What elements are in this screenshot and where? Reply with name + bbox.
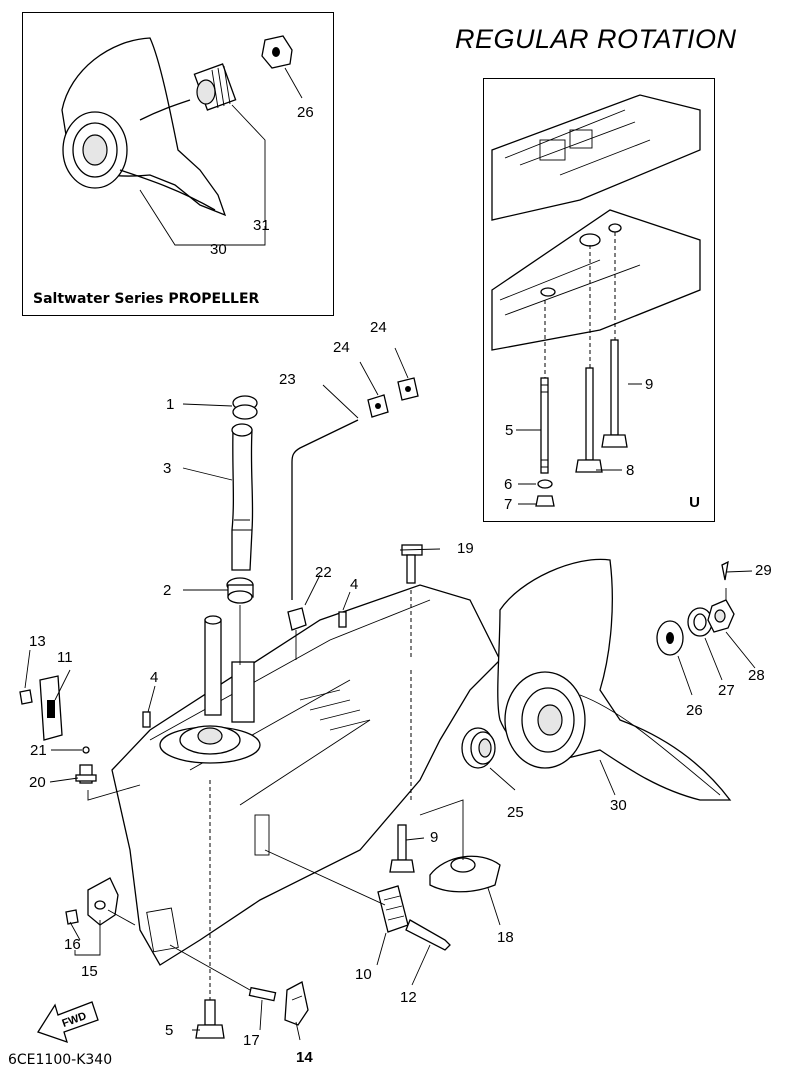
callout-21: 21 — [30, 742, 47, 759]
callout-13: 13 — [29, 633, 46, 650]
callout-16: 16 — [64, 936, 81, 953]
callout-28: 28 — [748, 667, 765, 684]
cotter-pin-29-drawing — [721, 560, 729, 581]
callout-12: 12 — [400, 989, 417, 1006]
callout-17: 17 — [243, 1032, 260, 1049]
callout-2: 2 — [163, 582, 172, 599]
callout-6: 6 — [504, 476, 513, 493]
plate-24-drawing — [367, 377, 419, 418]
seal-25-drawing — [461, 727, 496, 769]
callout-3: 3 — [163, 460, 172, 477]
callout-25: 25 — [507, 804, 524, 821]
callout-10: 10 — [355, 966, 372, 983]
callout-22: 22 — [315, 564, 332, 581]
callout-23: 23 — [279, 371, 296, 388]
saltwater-propeller-inset: Saltwater Series PROPELLER — [22, 12, 334, 316]
saltwater-spline-washer — [193, 63, 237, 111]
bolt-5-drawing — [195, 999, 225, 1039]
nut-28-drawing — [707, 599, 735, 633]
leader-lines — [24, 347, 756, 1041]
guide-17 — [169, 944, 251, 991]
leader-30-saltwater — [139, 189, 266, 246]
callout-11: 11 — [57, 649, 73, 666]
grommet-2-drawing — [226, 577, 254, 604]
callout-20: 20 — [29, 774, 46, 791]
callout-7: 7 — [504, 496, 513, 513]
bolt-12-drawing — [405, 919, 451, 951]
washer-21-drawing — [82, 746, 90, 754]
oil-seal-1-drawing — [232, 395, 258, 420]
regular-rotation-inset: U — [483, 78, 715, 522]
callout-4-lower: 4 — [150, 669, 159, 686]
screw-17-drawing — [248, 986, 277, 1002]
washer-26-drawing — [656, 620, 684, 656]
inset-variant-letter: U — [689, 494, 700, 511]
callout-1: 1 — [166, 396, 175, 413]
callout-9-main: 9 — [430, 829, 439, 846]
callout-9-inset: 9 — [645, 376, 654, 393]
bolt-9-inset — [601, 339, 628, 448]
saltwater-thrust-washer — [261, 35, 293, 69]
washer-6-inset — [537, 479, 553, 489]
guide-20 — [87, 784, 141, 801]
bolt-13-drawing — [19, 689, 33, 705]
leader-31 — [231, 104, 266, 222]
callout-5-main: 5 — [165, 1022, 174, 1039]
trim-tab-15-drawing — [65, 877, 119, 926]
callout-15: 15 — [81, 963, 98, 980]
page-title: REGULAR ROTATION — [455, 24, 737, 54]
tube-3-drawing — [231, 423, 254, 571]
bolt-8-inset — [575, 367, 603, 473]
saltwater-inset-caption: Saltwater Series PROPELLER — [33, 291, 260, 307]
callout-30-inset: 30 — [210, 241, 227, 258]
callout-30-main: 30 — [610, 797, 627, 814]
callout-19: 19 — [457, 540, 474, 557]
callout-24-right: 24 — [370, 319, 387, 336]
bolt-19-drawing — [401, 544, 423, 584]
callout-29: 29 — [755, 562, 772, 579]
callout-5-inset: 5 — [505, 422, 514, 439]
anode-10-drawing — [377, 885, 409, 933]
lower-casing-drawing — [111, 584, 501, 966]
callout-4-upper: 4 — [350, 576, 359, 593]
grommet-22-drawing — [287, 607, 307, 631]
callout-31: 31 — [253, 217, 270, 234]
callout-27: 27 — [718, 682, 735, 699]
callout-8: 8 — [626, 462, 635, 479]
nut-7-inset — [535, 495, 555, 507]
fitting-20-drawing — [75, 764, 97, 784]
guide-18 — [419, 799, 464, 860]
anode-18-drawing — [429, 855, 501, 893]
guide-10-anode — [264, 849, 386, 906]
callout-18: 18 — [497, 929, 514, 946]
bolt-9-drawing — [389, 824, 415, 873]
plug-14-drawing — [284, 981, 309, 1026]
cooling-pipe-23-drawing — [291, 419, 359, 600]
diagram-code: 6CE1100-K340 — [8, 1052, 113, 1068]
upper-casing-drawing — [491, 94, 701, 351]
saltwater-propeller-drawing — [61, 37, 227, 217]
anode-cover-11-drawing — [39, 675, 63, 741]
callout-24-left: 24 — [333, 339, 350, 356]
fwd-arrow-drawing — [37, 1001, 99, 1044]
dowel-pins-4-drawing — [142, 611, 347, 728]
guide-15-tab — [107, 909, 136, 926]
leader-26-saltwater — [284, 67, 303, 99]
callout-26-main: 26 — [686, 702, 703, 719]
callout-14: 14 — [296, 1049, 313, 1066]
propeller-30-drawing — [497, 558, 732, 801]
stud-bolt-inset — [540, 377, 549, 474]
callout-26-inset: 26 — [297, 104, 314, 121]
